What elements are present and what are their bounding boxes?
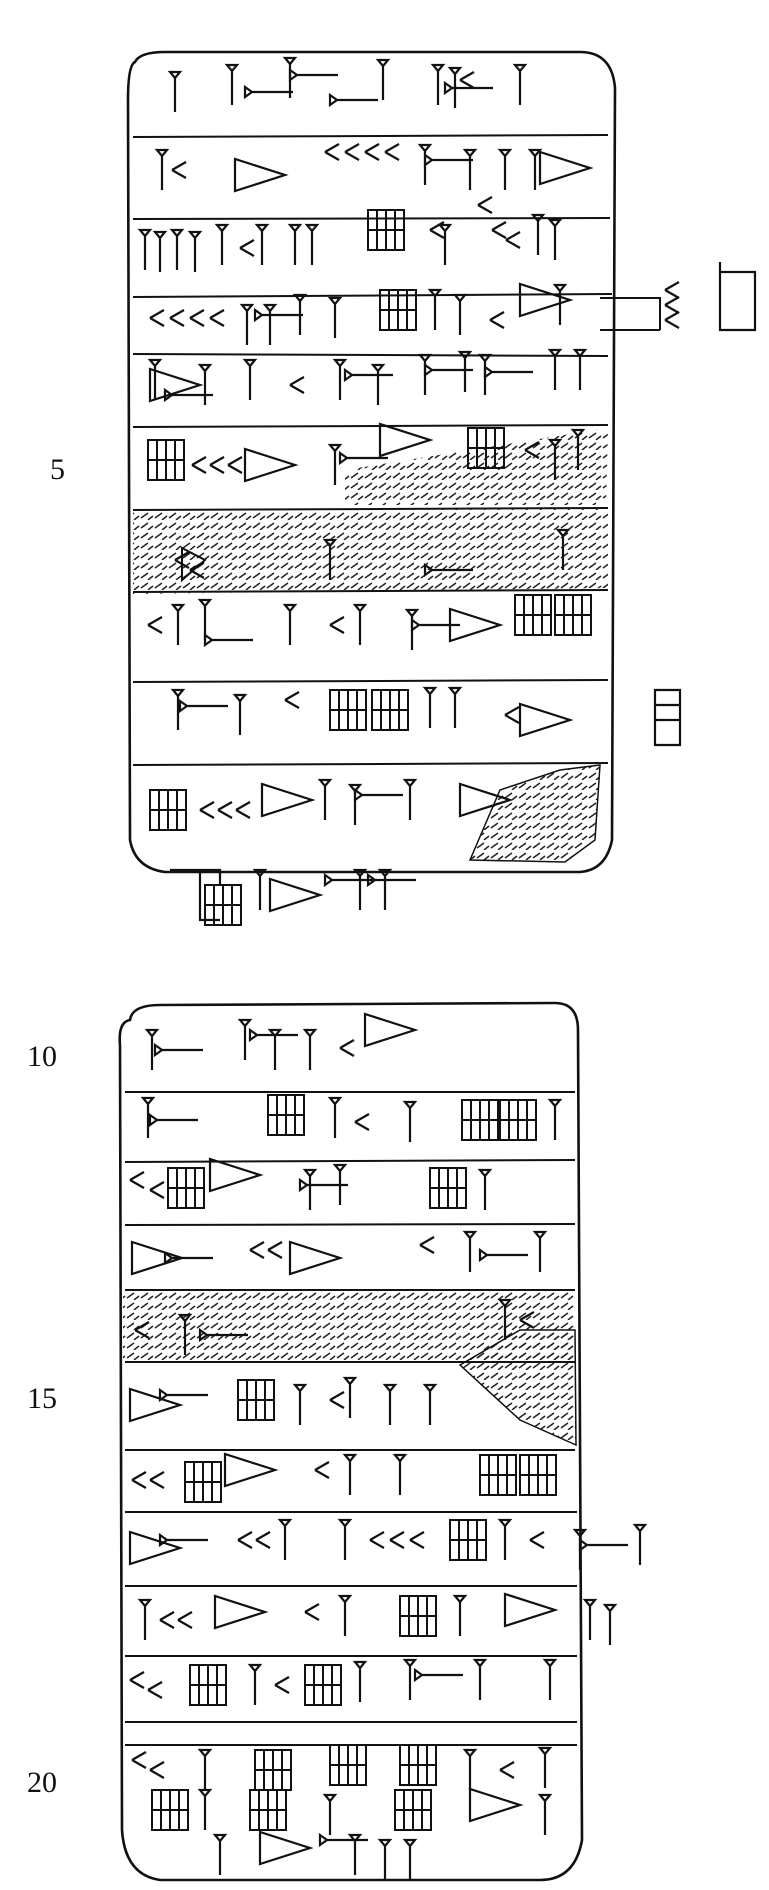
signs-rev-row-6 xyxy=(128,1376,437,1427)
row-rulings xyxy=(124,1091,577,1746)
damage-patch-reverse xyxy=(458,1329,577,1447)
tablet-obverse xyxy=(126,50,757,926)
signs-rev-row-1 xyxy=(145,1012,417,1072)
overflow-signs xyxy=(600,262,757,747)
signs-row-2 xyxy=(155,142,592,193)
signs-rev-row-13 xyxy=(213,1830,417,1882)
signs-rev-row-2 xyxy=(141,1094,562,1144)
row-rulings xyxy=(132,134,613,766)
line-number-5: 5 xyxy=(50,453,65,486)
signs-row-11 xyxy=(170,868,418,926)
signs-rev-row-9 xyxy=(138,1592,557,1642)
signs-rev-row-11 xyxy=(130,1744,552,1792)
damage-band-reverse xyxy=(123,1290,575,1362)
signs-row-10 xyxy=(149,778,512,831)
line-number-15: 15 xyxy=(27,1382,57,1415)
line-number-10: 10 xyxy=(27,1040,57,1073)
damage-band-obverse xyxy=(133,508,608,594)
line-number-20: 20 xyxy=(27,1766,57,1799)
damage-corner-obverse xyxy=(468,764,601,863)
signs-rev-row-10 xyxy=(128,1658,557,1707)
signs-rev-row-8 xyxy=(128,1518,546,1566)
signs-row-4 xyxy=(148,282,572,347)
signs-row-8 xyxy=(146,594,592,652)
overflow-signs-reverse xyxy=(573,1523,647,1647)
signs-row-7 xyxy=(173,528,570,583)
signs-row-9 xyxy=(171,686,572,738)
signs-rev-row-12 xyxy=(151,1787,552,1837)
signs-row-3 xyxy=(138,195,562,274)
signs-row-5 xyxy=(148,348,587,407)
signs-rev-row-4 xyxy=(130,1230,547,1276)
tablet-reverse xyxy=(118,1001,647,1882)
signs-row-1 xyxy=(168,56,527,114)
signs-rev-row-3 xyxy=(128,1157,492,1212)
signs-rev-row-7 xyxy=(130,1452,557,1503)
